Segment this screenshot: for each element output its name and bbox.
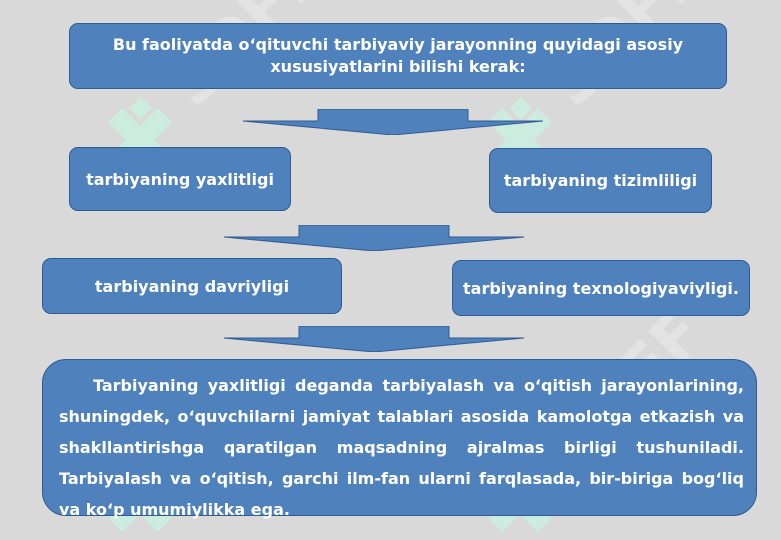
feature-box-texnologiyaviylik: tarbiyaning texnologiyaviyligi. <box>452 260 750 316</box>
feature-box-davriylik: tarbiyaning davriyligi <box>42 258 342 314</box>
feature-label: tarbiyaning yaxlitligi <box>86 169 274 189</box>
feature-box-yaxlitlik: tarbiyaning yaxlitligi <box>69 147 291 211</box>
explanation-box: Tarbiyaning yaxlitligi deganda tarbiyala… <box>42 359 757 519</box>
down-arrow-2 <box>224 225 524 251</box>
feature-label: tarbiyaning davriyligi <box>94 276 290 296</box>
feature-box-tizimlilik: tarbiyaning tizimliligi <box>489 148 712 213</box>
intro-text: Bu faoliyatda oʻqituvchi tarbiyaviy jara… <box>112 35 684 76</box>
intro-box: Bu faoliyatda oʻqituvchi tarbiyaviy jara… <box>69 23 727 89</box>
feature-label: tarbiyaning tizimliligi <box>503 171 698 190</box>
down-arrow-1 <box>243 109 543 135</box>
explanation-text: Tarbiyaning yaxlitligi deganda tarbiyala… <box>59 376 744 519</box>
feature-label: tarbiyaning texnologiyaviyligi. <box>463 278 739 298</box>
down-arrow-3 <box>224 326 524 352</box>
